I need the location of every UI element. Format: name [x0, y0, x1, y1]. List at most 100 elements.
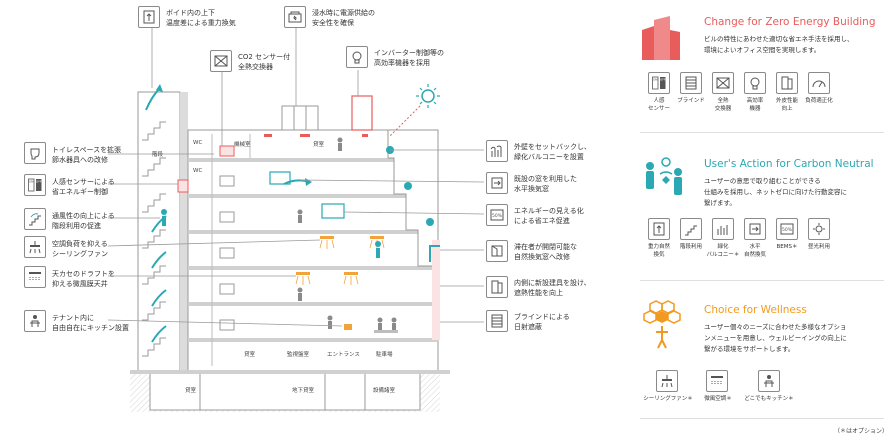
callout-line: 自由自在にキッチン設置	[52, 324, 129, 332]
void-ventilation-icon	[138, 6, 160, 28]
green-balcony-icon	[712, 218, 734, 240]
room-machine-label: 機械室	[234, 142, 251, 148]
chip-label: 階段利用	[679, 244, 702, 250]
callout-toilet: トイレスペースを拡張 節水器具への改修	[52, 145, 121, 165]
room-rental-label: 貸室	[313, 142, 325, 148]
callout-line: 日射遮蔽	[514, 323, 542, 331]
toilet-icon	[24, 142, 46, 164]
chip-label-line: 交換器	[714, 105, 732, 112]
chip-label-line: 人感	[653, 98, 665, 104]
chip-label: 負荷適正化	[805, 98, 833, 104]
callout-void: ボイド内の上下 温度差による重力換気	[166, 8, 236, 28]
heat-exchanger-icon	[712, 72, 734, 94]
callout-inner-sash: 内側に新設建具を設け、 遮熱性能を向上	[514, 278, 591, 298]
horizontal-window-icon	[744, 218, 766, 240]
callout-energy-visualization: エネルギーの見える化 による省エネ促進	[514, 206, 584, 226]
power-supply-icon	[284, 6, 306, 28]
callout-line: 人感センサーによる	[52, 178, 115, 186]
chip-label: 緑化 バルコニー＊	[704, 244, 742, 259]
chip-label: シーリングファン＊	[643, 396, 693, 402]
chip-label-line: 換気	[653, 251, 665, 258]
insulation-icon	[776, 72, 798, 94]
callout-line: エネルギーの見える化	[514, 207, 584, 215]
callout-line: 安全性を確保	[312, 19, 354, 27]
section-divider	[640, 280, 884, 281]
callout-line: 既設の窓を利用した	[514, 175, 577, 183]
chip-label: ブラインド	[677, 98, 705, 104]
kitchen-icon	[758, 370, 780, 392]
chip-label: 微風空調＊	[704, 396, 732, 402]
chip-label-line: 自然換気	[743, 251, 766, 258]
room-basement-label: 地下貸室	[292, 388, 315, 394]
horizontal-window-icon	[486, 172, 508, 194]
callout-line: トイレスペースを拡張	[52, 146, 122, 154]
void-ventilation-icon	[648, 218, 670, 240]
room-stairs-label: 階段	[152, 152, 164, 158]
green-balcony-icon	[486, 140, 508, 162]
chip-label-line: 緑化	[717, 244, 729, 250]
callout-line: シーリングファン	[52, 250, 108, 258]
breeze-ceiling-icon	[24, 266, 46, 288]
room-equipment-label: 設備諸室	[373, 388, 396, 394]
fifty-percent-label: 50%	[492, 213, 503, 219]
natural-ventilation-window-icon	[486, 240, 508, 262]
building-section-diagram	[107, 26, 485, 412]
section-zero-body: ビルの特性にあわせた適切な省エネ手法を採用し、 環境によいオフィス空間を実現しま…	[704, 34, 854, 56]
onoff-off-label: OFF	[660, 78, 666, 82]
inverter-icon	[744, 72, 766, 94]
callout-line: 抑える微風膜天井	[52, 280, 108, 288]
callout-inverter: インバーター制御等の 高効率機器を採用	[374, 48, 444, 68]
section-body-line: ユーザー個々のニーズに合わせた多様なオプショ	[704, 323, 847, 331]
callout-power: 浸水時に電源供給の 安全性を確保	[312, 8, 375, 28]
wellness-icon	[643, 300, 681, 349]
heat-exchanger-icon	[210, 50, 232, 72]
callout-line: 省エネルギー制御	[52, 188, 108, 196]
motion-sensor-icon: ON OFF	[24, 174, 46, 196]
section-body-line: ンメニューを用意し、ウェルビーイングの向上に	[704, 334, 847, 342]
section-wellness-body: ユーザー個々のニーズに合わせた多様なオプショ ンメニューを用意し、ウェルビーイン…	[704, 322, 847, 355]
inverter-icon	[346, 46, 368, 68]
room-rental-label: 貸室	[244, 352, 256, 358]
room-parking-label: 駐車場	[376, 352, 393, 358]
fifty-percent-label: 50%	[782, 227, 793, 233]
callout-line: CO2 センサー付	[238, 53, 291, 61]
callout-ceiling-fan: 空調負荷を抑える シーリングファン	[52, 239, 108, 259]
room-basement-rental-label: 貸室	[185, 388, 197, 394]
callout-natural-ventilation: 滞在者が開閉可能な 自然換気窓へ改修	[514, 242, 577, 262]
callout-line: ボイド内の上下	[166, 9, 215, 17]
daylight-icon	[808, 218, 830, 240]
chip-label-line: 機器	[749, 105, 761, 112]
chip-label-line: センサー	[647, 105, 670, 112]
carbon-neutral-people-icon	[646, 157, 682, 195]
chip-label: 昼光利用	[807, 244, 830, 250]
callout-stairs: 通風性の向上による 階段利用の促進	[52, 211, 115, 231]
energy-visualization-icon: 50%	[486, 204, 508, 226]
onoff-off-label: OFF	[36, 180, 42, 184]
ceiling-fan-icon	[656, 370, 678, 392]
section-body-line: ユーザーの意思で取り組むことができる	[704, 177, 821, 185]
room-entrance-label: エントランス	[327, 352, 360, 358]
section-divider	[640, 132, 884, 133]
chip-label: 外皮性能 向上	[768, 98, 806, 113]
callout-breeze-ceiling: 天カセのドラフトを 抑える微風膜天井	[52, 269, 115, 289]
bems-icon: 50%	[776, 218, 798, 240]
callout-line: 高効率機器を採用	[374, 59, 430, 67]
callout-line: 遮熱性能を向上	[514, 289, 563, 297]
sun-icon	[416, 84, 440, 108]
chip-label: 人感 センサー	[640, 98, 678, 113]
callout-line: ブラインドによる	[514, 313, 570, 321]
footnote: （＊はオプション）	[833, 428, 888, 435]
callout-horizontal-window: 既設の窓を利用した 水平換気窓	[514, 174, 577, 194]
stairs-airflow-icon	[24, 208, 46, 230]
blind-icon	[486, 310, 508, 332]
callout-line: 天カセのドラフトを	[52, 270, 115, 278]
section-user-title: User's Action for Carbon Neutral	[704, 158, 874, 170]
onoff-on-label: ON	[29, 180, 34, 184]
section-body-line: 繋がる環境をサポートします。	[704, 345, 795, 353]
section-wellness-title: Choice for Wellness	[704, 304, 807, 316]
chip-label-line: 全熱	[717, 98, 729, 104]
callout-line: 外壁をセットバックし、	[514, 143, 591, 151]
callout-line: による省エネ促進	[514, 217, 570, 225]
breeze-ceiling-icon	[706, 370, 728, 392]
callout-line: 緑化バルコニーを設置	[514, 153, 584, 161]
